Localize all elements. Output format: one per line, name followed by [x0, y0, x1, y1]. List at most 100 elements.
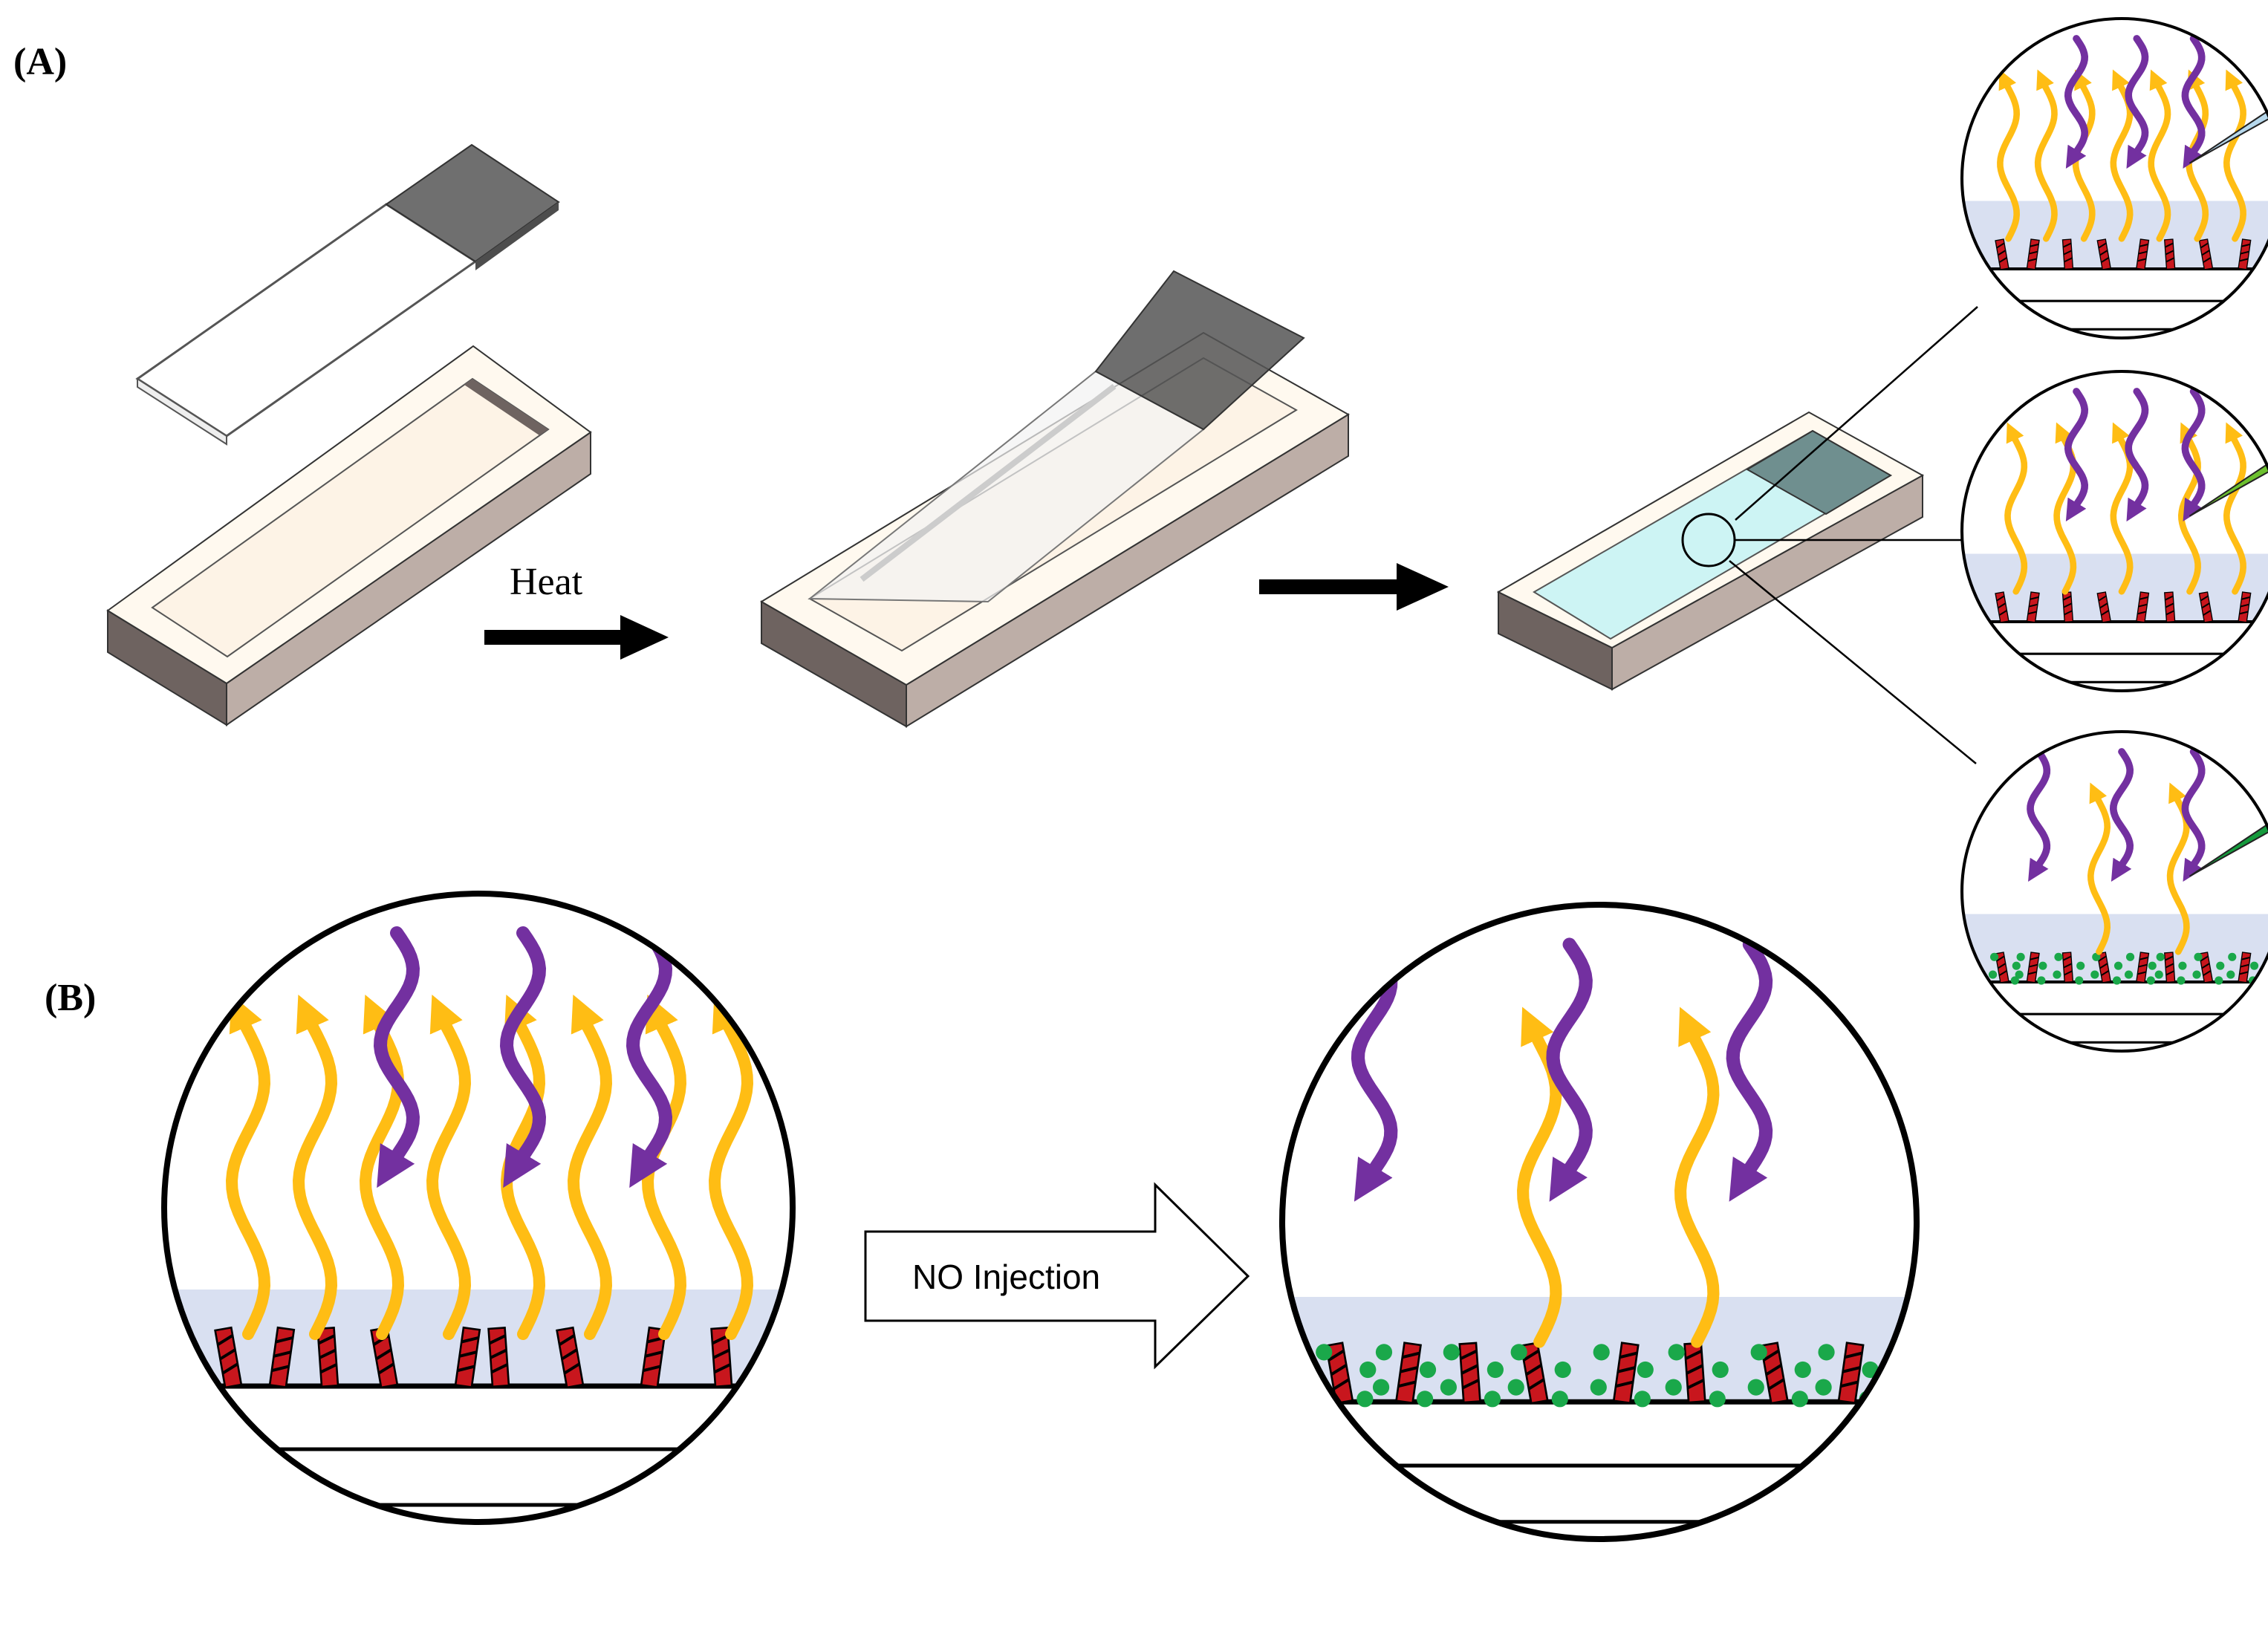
no-molecule-icon [2194, 952, 2203, 961]
yellow-emission-wave-icon [708, 995, 754, 1340]
yellow-emission-wave-icon [359, 995, 405, 1340]
yellow-emission-wave-icon [1674, 1007, 1720, 1348]
no-molecule-icon [1794, 1361, 1811, 1379]
no-molecule-icon [2012, 961, 2021, 970]
purple-excitation-wave-icon [373, 926, 420, 1188]
heat-label: Heat [510, 561, 583, 603]
no-molecule-icon [2125, 952, 2135, 961]
nanotube-icon [2026, 238, 2040, 270]
nanotube-icon [1395, 1342, 1423, 1405]
needle-icon [2189, 454, 2268, 517]
no-molecule-icon [1593, 1344, 1610, 1361]
nanotube-icon [2061, 952, 2074, 983]
no-molecule-icon [1486, 1361, 1504, 1379]
yellow-emission-wave-icon [2177, 422, 2201, 595]
detail-circle-before [161, 891, 796, 1525]
no-molecule-icon [2192, 970, 2201, 979]
no-molecule-icon [1818, 1344, 1835, 1361]
yellow-emission-wave-icon [2223, 422, 2246, 595]
nanotube-icon [2136, 591, 2150, 623]
yellow-emission-wave-icon [2223, 69, 2246, 242]
nanotube-icon [2238, 591, 2252, 623]
nanotube-icon [2198, 952, 2214, 983]
no-molecule-icon [2215, 976, 2223, 985]
purple-excitation-wave-icon [2181, 35, 2206, 169]
nanotube-icon [2238, 952, 2252, 983]
zoom-circle-before [1960, 17, 2268, 339]
nanotube-icon [487, 1327, 510, 1388]
needle-icon [2189, 101, 2268, 164]
glass-slide [135, 143, 560, 446]
no-molecule-icon [2038, 961, 2047, 970]
heat-arrow [484, 615, 669, 660]
empty-tray [106, 345, 592, 726]
no-molecule-icon [2076, 961, 2085, 970]
nanotube-icon [454, 1326, 481, 1389]
nanotube-icon [1612, 1342, 1640, 1405]
step-arrow [1259, 563, 1449, 611]
no-molecule-icon [1554, 1361, 1571, 1379]
nanotube-icon [1995, 238, 2009, 270]
no-molecule-icon [2124, 970, 2134, 979]
purple-excitation-wave-icon [2181, 388, 2206, 521]
no-molecule-icon [2037, 976, 2046, 985]
purple-excitation-wave-icon [2125, 35, 2149, 169]
yellow-emission-wave-icon [1997, 69, 2021, 242]
no-molecule-icon [1750, 1344, 1767, 1361]
no-molecule-icon [1988, 970, 1998, 979]
no-injection-arrow [864, 1182, 1250, 1370]
no-molecule-icon [1375, 1344, 1393, 1361]
nanotube-icon [316, 1327, 339, 1388]
zoom-callout [1681, 513, 1736, 568]
yellow-emission-wave-icon [2004, 422, 2028, 595]
no-molecule-icon [2156, 952, 2165, 961]
no-molecule-icon [2178, 961, 2187, 970]
nanotube-icon [2061, 591, 2074, 623]
no-molecule-icon [1665, 1379, 1682, 1396]
nanotube-icon [1520, 1342, 1549, 1405]
yellow-emission-wave-icon [2034, 69, 2058, 242]
needle-icon [2189, 814, 2268, 877]
no-molecule-icon [1637, 1361, 1654, 1379]
no-molecule-icon [1791, 1391, 1808, 1408]
purple-excitation-wave-icon [2109, 748, 2134, 882]
nanotube-icon [1760, 1342, 1789, 1405]
zoom-circle-injecting [1960, 370, 2268, 692]
nanotube-icon [1837, 1342, 1865, 1405]
no-molecule-icon [1316, 1344, 1333, 1361]
no-molecule-icon [2216, 961, 2225, 970]
yellow-emission-wave-icon [2087, 782, 2111, 955]
detail-circle-after [1278, 901, 1920, 1543]
nanotube-icon [710, 1327, 733, 1388]
tilted-slide [808, 270, 1305, 603]
nanotube-icon [268, 1326, 296, 1389]
no-molecule-icon [1815, 1379, 1832, 1396]
no-injection-label: NO Injection [912, 1258, 1100, 1296]
no-molecule-icon [2090, 970, 2099, 979]
nanotube-icon [2096, 591, 2111, 623]
no-molecule-icon [1747, 1379, 1764, 1396]
nanotube-icon [2061, 238, 2074, 270]
nanotube-icon [2198, 238, 2214, 270]
nanotube-icon [2136, 952, 2150, 983]
no-molecule-icon [1443, 1344, 1460, 1361]
no-molecule-icon [1440, 1379, 1458, 1396]
panel-a-label: (A) [13, 41, 67, 83]
nanotube-icon [2164, 238, 2176, 270]
panel-b-label: (B) [45, 977, 96, 1019]
no-molecule-icon [2228, 952, 2237, 961]
no-molecule-icon [1590, 1379, 1607, 1396]
nanotube-icon [2026, 952, 2040, 983]
no-molecule-icon [2177, 976, 2186, 985]
purple-excitation-wave-icon [499, 926, 547, 1188]
purple-excitation-wave-icon [2027, 748, 2051, 882]
no-molecule-icon [2113, 961, 2123, 970]
nanotube-icon [2198, 591, 2214, 623]
no-molecule-icon [1862, 1361, 1879, 1379]
no-molecule-icon [1419, 1361, 1437, 1379]
nanotube-icon [2164, 591, 2176, 623]
yellow-emission-wave-icon [567, 995, 613, 1340]
nanotube-icon [1995, 952, 2009, 983]
no-molecule-icon [1712, 1361, 1729, 1379]
no-molecule-icon [2054, 952, 2063, 961]
